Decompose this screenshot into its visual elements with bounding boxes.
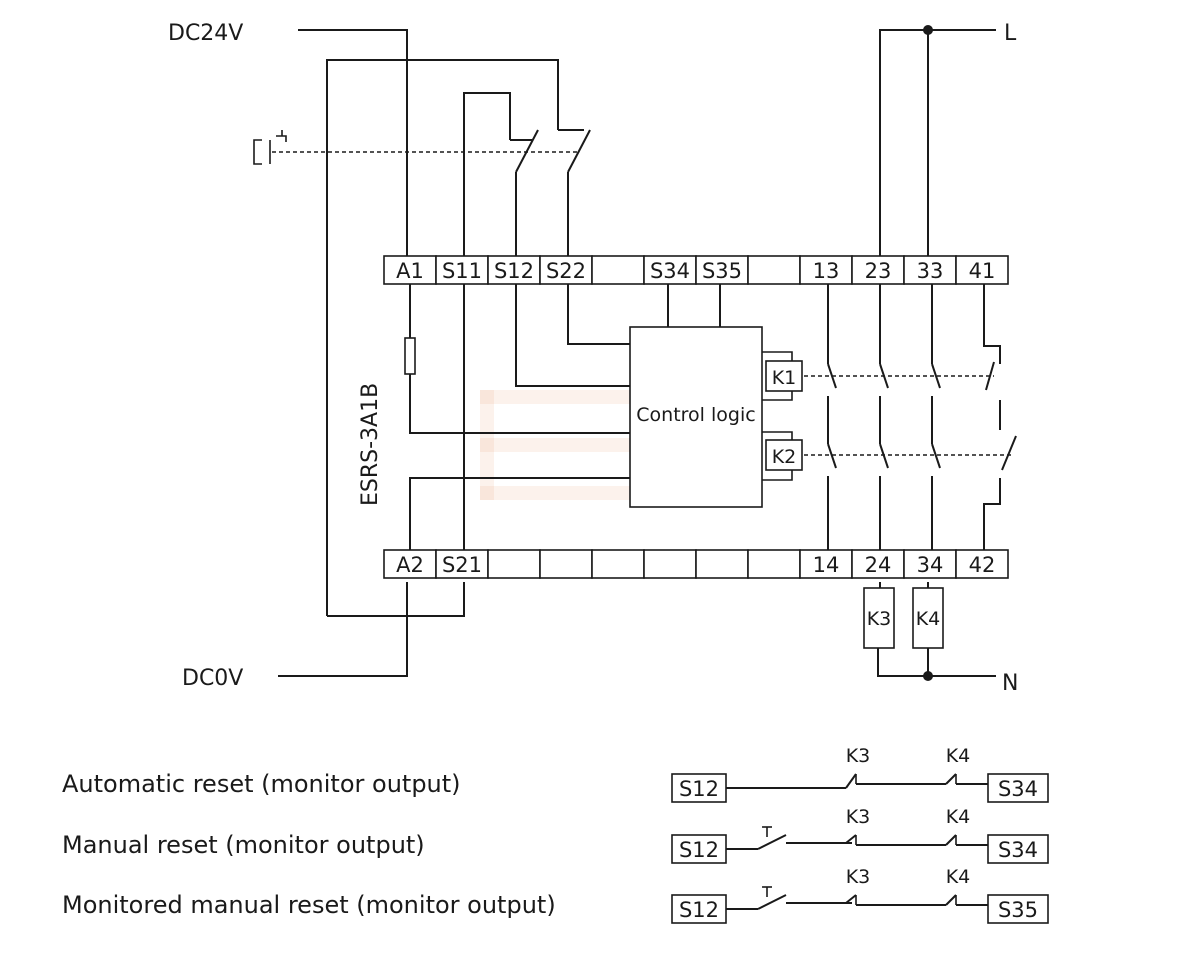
top-terminal: 41 xyxy=(955,255,1009,285)
neutral-label: N xyxy=(1002,671,1018,696)
top-terminal: S11 xyxy=(435,255,489,285)
terminal-strip-bottom: A2 S21 14 24 34 42 xyxy=(383,549,1009,579)
bottom-terminal: 42 xyxy=(955,549,1009,579)
contactor-k3: K3 xyxy=(863,582,895,649)
reset-to-terminal: S34 xyxy=(998,777,1038,801)
top-terminal-label: 41 xyxy=(969,259,996,283)
top-terminal: 33 xyxy=(903,255,957,285)
top-terminal-label: A1 xyxy=(396,259,424,283)
bottom-terminal-label: 34 xyxy=(917,553,944,577)
svg-text:K2: K2 xyxy=(772,446,797,468)
reset-contact-k4-label: K4 xyxy=(946,806,971,828)
emergency-stop-actuator-icon xyxy=(253,130,580,165)
fuse-icon xyxy=(404,337,416,375)
dc0v-label: DC0V xyxy=(182,666,243,691)
top-terminal-label: 23 xyxy=(865,259,892,283)
bottom-terminal-label: 14 xyxy=(813,553,840,577)
bottom-terminal xyxy=(643,549,697,579)
reset-to-terminal: S35 xyxy=(998,898,1038,922)
bottom-terminal-label: S21 xyxy=(442,553,482,577)
top-terminal xyxy=(747,255,801,285)
reset-mode-row: Monitored manual reset (monitor output) S… xyxy=(62,866,1049,924)
device-model-label: ESRS-3A1B xyxy=(358,383,383,506)
bottom-terminal-label: 24 xyxy=(865,553,892,577)
outer-loop-wire xyxy=(326,59,559,617)
top-terminal-label: S34 xyxy=(650,259,690,283)
emergency-stop-contacts xyxy=(510,129,591,256)
control-logic-block: Control logic xyxy=(629,326,763,508)
bottom-terminal: S21 xyxy=(435,549,489,579)
reset-contact-k3-label: K3 xyxy=(846,866,871,888)
bottom-terminal: 34 xyxy=(903,549,957,579)
top-terminal: A1 xyxy=(383,255,437,285)
contactor-k4: K4 xyxy=(912,582,944,649)
reset-contact-k3-label: K3 xyxy=(846,806,871,828)
top-terminal-label: 33 xyxy=(917,259,944,283)
reset-contact-k4-label: K4 xyxy=(946,866,971,888)
reset-mode-row: Manual reset (monitor output) S12 S34 K3 K4 xyxy=(62,806,1049,864)
s11-loop-wire xyxy=(463,92,511,256)
reset-from-terminal: S12 xyxy=(679,898,719,922)
line-supply-wire xyxy=(879,25,996,256)
bottom-terminal xyxy=(591,549,645,579)
top-terminal: S34 xyxy=(643,255,697,285)
output-contacts xyxy=(804,284,1017,550)
dc0v-wire xyxy=(278,582,408,677)
reset-to-terminal: S34 xyxy=(998,838,1038,862)
top-terminal-label: 13 xyxy=(813,259,840,283)
reset-contact-k3-label: K3 xyxy=(846,745,871,767)
neutral-wire xyxy=(877,648,996,681)
bottom-terminal xyxy=(695,549,749,579)
terminal-strip-top: A1 S11 S12 S22 S34 S35 13 23 33 41 xyxy=(383,255,1009,285)
top-terminal-label: S22 xyxy=(546,259,586,283)
svg-text:K4: K4 xyxy=(916,608,941,630)
junction-dot xyxy=(923,25,933,35)
bottom-terminal-label: A2 xyxy=(396,553,424,577)
top-terminal: 23 xyxy=(851,255,905,285)
junction-dot xyxy=(923,671,933,681)
bottom-terminal: A2 xyxy=(383,549,437,579)
bottom-terminal-label: 42 xyxy=(969,553,996,577)
reset-mode-label: Monitored manual reset (monitor output) xyxy=(62,891,556,919)
line-label: L xyxy=(1004,21,1017,46)
top-terminal: S12 xyxy=(487,255,541,285)
svg-text:K1: K1 xyxy=(772,367,797,389)
relay-k1: K1 xyxy=(762,351,803,401)
dc24v-wire xyxy=(298,29,408,256)
top-terminal-label: S35 xyxy=(702,259,742,283)
bottom-terminal: 14 xyxy=(799,549,853,579)
relay-k2: K2 xyxy=(762,431,803,481)
svg-text:K3: K3 xyxy=(867,608,892,630)
bottom-terminal xyxy=(539,549,593,579)
dc24v-label: DC24V xyxy=(168,21,243,46)
control-logic-label: Control logic xyxy=(636,404,755,426)
top-terminal-label: S12 xyxy=(494,259,534,283)
reset-from-terminal: S12 xyxy=(679,838,719,862)
top-terminal-label: S11 xyxy=(442,259,482,283)
internal-wiring xyxy=(404,284,721,550)
reset-mode-label: Automatic reset (monitor output) xyxy=(62,770,461,798)
top-terminal: S35 xyxy=(695,255,749,285)
bottom-terminal xyxy=(747,549,801,579)
top-terminal: S22 xyxy=(539,255,593,285)
top-terminal: 13 xyxy=(799,255,853,285)
reset-contact-k4-label: K4 xyxy=(946,745,971,767)
reset-from-terminal: S12 xyxy=(679,777,719,801)
bottom-terminal: 24 xyxy=(851,549,905,579)
reset-mode-label: Manual reset (monitor output) xyxy=(62,831,425,859)
top-terminal xyxy=(591,255,645,285)
bottom-terminal xyxy=(487,549,541,579)
reset-mode-row: Automatic reset (monitor output) S12 S34 K3… xyxy=(62,745,1049,803)
